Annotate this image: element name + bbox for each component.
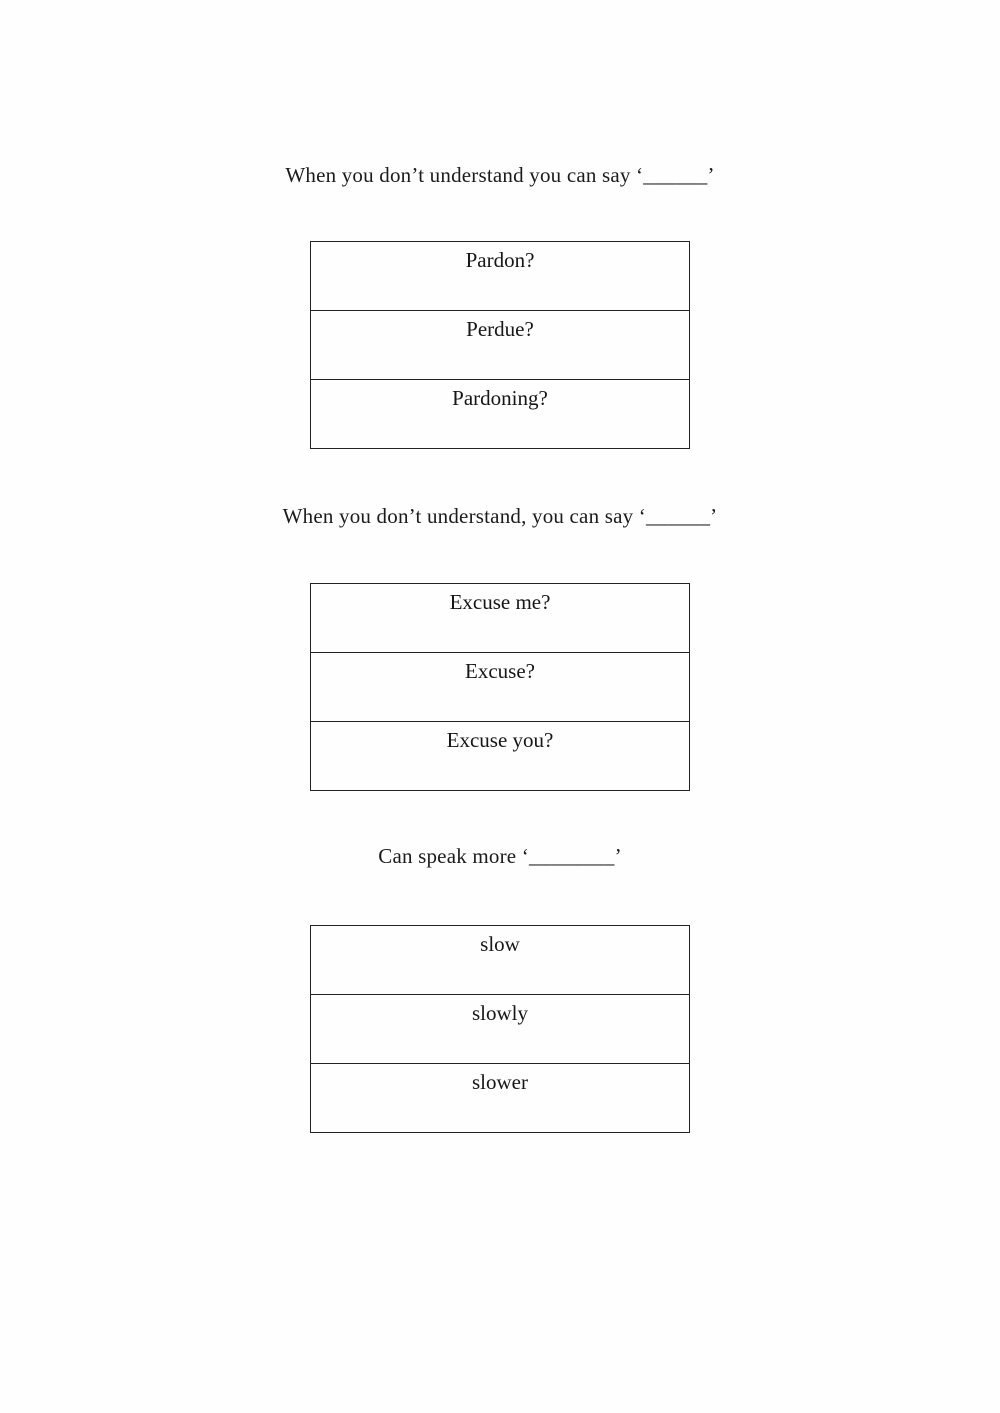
option-cell-excuse-you[interactable]: Excuse you? [310, 721, 690, 791]
option-row: Excuse me? [310, 583, 690, 653]
option-cell-slowly[interactable]: slowly [310, 994, 690, 1064]
options-table-3: slow slowly slower [310, 925, 690, 1133]
option-cell-pardon[interactable]: Pardon? [310, 241, 690, 311]
question-prompt-3: Can speak more ‘________’ [378, 844, 622, 868]
option-row: Excuse? [310, 652, 690, 722]
option-row: Perdue? [310, 310, 690, 380]
option-row: slower [310, 1063, 690, 1133]
option-row: slowly [310, 994, 690, 1064]
options-table-1: Pardon? Perdue? Pardoning? [310, 241, 690, 449]
question-prompt-1: When you don’t understand you can say ‘_… [285, 163, 715, 187]
option-row: Excuse you? [310, 721, 690, 791]
option-row: Pardon? [310, 241, 690, 311]
option-cell-excuse[interactable]: Excuse? [310, 652, 690, 722]
option-row: Pardoning? [310, 379, 690, 449]
option-cell-excuse-me[interactable]: Excuse me? [310, 583, 690, 653]
options-table-2: Excuse me? Excuse? Excuse you? [310, 583, 690, 791]
question-prompt-2: When you don’t understand, you can say ‘… [282, 504, 718, 528]
option-row: slow [310, 925, 690, 995]
option-cell-pardoning[interactable]: Pardoning? [310, 379, 690, 449]
option-cell-slower[interactable]: slower [310, 1063, 690, 1133]
option-cell-perdue[interactable]: Perdue? [310, 310, 690, 380]
option-cell-slow[interactable]: slow [310, 925, 690, 995]
